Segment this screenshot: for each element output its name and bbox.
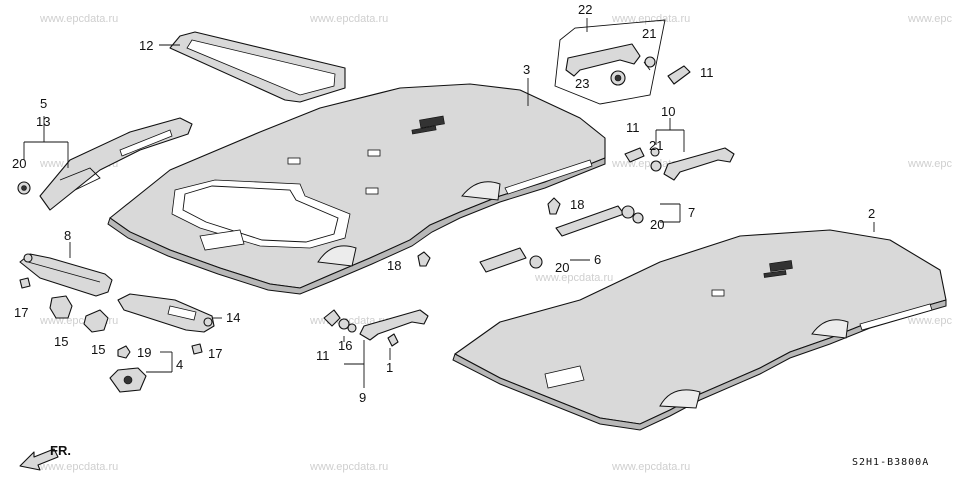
- callout-20: 20: [650, 217, 664, 232]
- callout-15: 15: [54, 334, 68, 349]
- callout-13: 13: [36, 114, 50, 129]
- watermark: www.epcdata.ru: [39, 461, 118, 473]
- part-6-damper: [479, 247, 543, 273]
- callout-4: 4: [176, 357, 183, 372]
- part-12-sunroof-frame: [169, 31, 346, 103]
- callout-20: 20: [12, 156, 26, 171]
- callout-23: 23: [575, 76, 589, 91]
- callout-12: 12: [139, 38, 153, 53]
- callout-10: 10: [661, 104, 675, 119]
- part-3-headliner-sunroof: [107, 83, 606, 295]
- callout-17: 17: [14, 305, 28, 320]
- part-8-sun-visor: [19, 253, 113, 297]
- callout-7: 7: [688, 205, 695, 220]
- part-5-pillar-garnish: [17, 117, 193, 211]
- front-label: FR.: [50, 443, 71, 458]
- callout-3: 3: [523, 62, 530, 77]
- callout-11: 11: [626, 120, 640, 135]
- callout-8: 8: [64, 228, 71, 243]
- part-10-grab-handle: [624, 147, 735, 181]
- leader-lines: [23, 18, 875, 388]
- watermark: www.epcdata.ru: [309, 13, 388, 25]
- callout-2: 2: [868, 206, 875, 221]
- callout-14: 14: [226, 310, 240, 325]
- watermark: www.epcdata.ru: [309, 461, 388, 473]
- diagram-code: S2H1-B3800A: [852, 457, 929, 468]
- watermark: www.epcdata.ru: [534, 272, 613, 284]
- callout-16: 16: [338, 338, 352, 353]
- callout-15: 15: [91, 342, 105, 357]
- callout-11: 11: [700, 65, 714, 80]
- part-9-grab-handle: [323, 309, 429, 347]
- part-22-grab-handle-box: [554, 19, 691, 105]
- part-4-bracket: [19, 277, 203, 393]
- callout-19: 19: [137, 345, 151, 360]
- callout-20: 20: [555, 260, 569, 275]
- part-15-visor-holders: [49, 295, 109, 333]
- callout-1: 1: [386, 360, 393, 375]
- part-7-damper: [555, 205, 644, 237]
- watermark: www.epcdata.ru: [39, 13, 118, 25]
- watermark: www.epcdata.ru: [611, 461, 690, 473]
- part-2-headliner: [452, 229, 947, 431]
- part-14-sun-visor: [117, 293, 215, 333]
- callout-11: 11: [316, 348, 330, 363]
- callout-5: 5: [40, 96, 47, 111]
- callout-21: 21: [642, 26, 656, 41]
- part-callouts: 12 3 22 21 23 11 5 13 20 10 11 21 18 7 2…: [12, 2, 875, 405]
- callout-18: 18: [570, 197, 584, 212]
- callout-22: 22: [578, 2, 592, 17]
- callout-6: 6: [594, 252, 601, 267]
- callout-18: 18: [387, 258, 401, 273]
- part-18-clips: [417, 197, 561, 267]
- callout-17: 17: [208, 346, 222, 361]
- front-arrow: FR.: [19, 443, 71, 471]
- watermark: www.epc: [907, 158, 953, 170]
- arrow-icon: [19, 448, 59, 471]
- watermark: www.epc: [907, 315, 953, 327]
- callout-21: 21: [649, 138, 663, 153]
- callout-9: 9: [359, 390, 366, 405]
- watermark: www.epcdata.ru: [611, 13, 690, 25]
- watermark: www.epc: [907, 13, 953, 25]
